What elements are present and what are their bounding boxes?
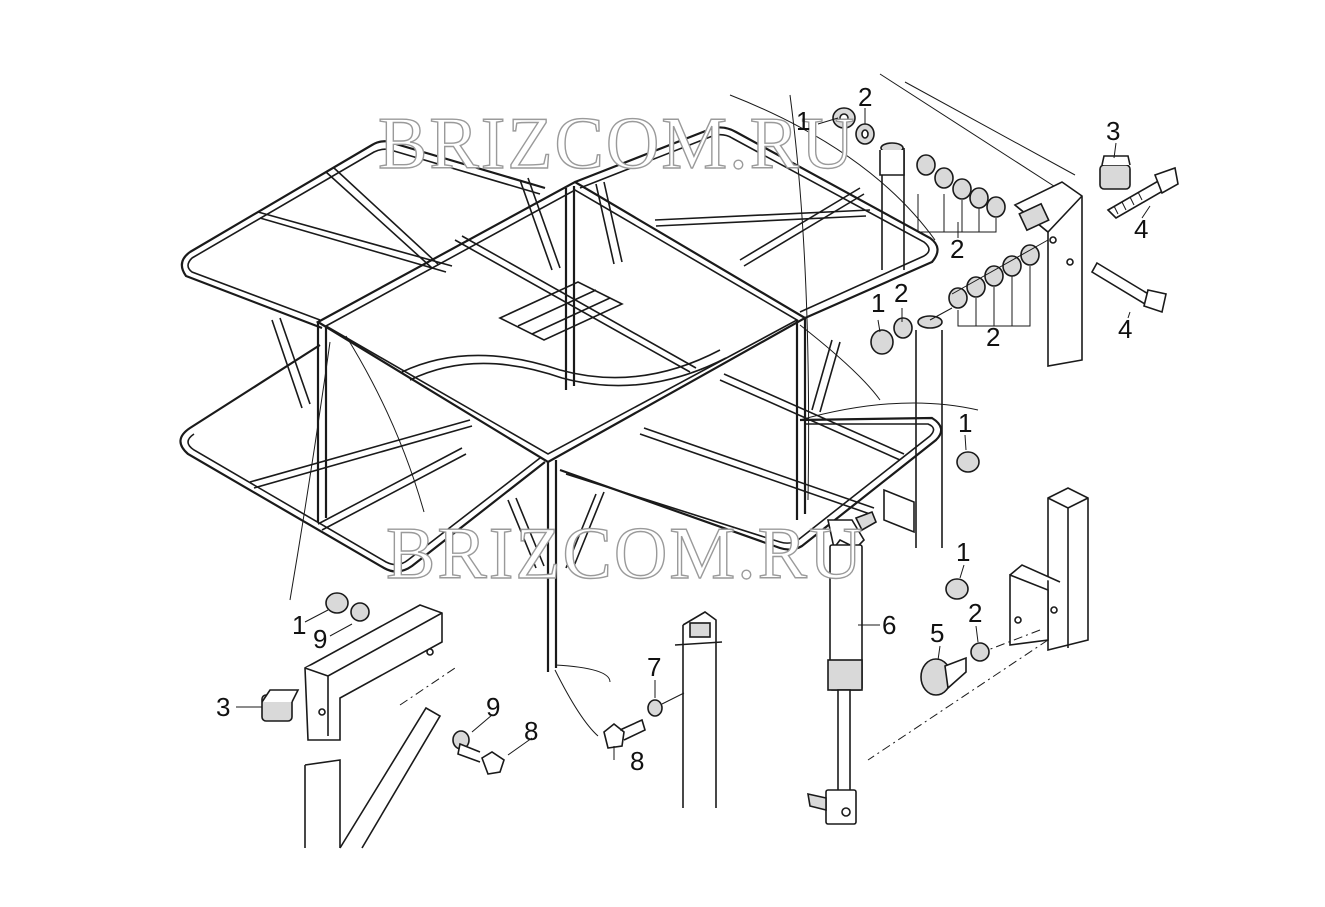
canopy-frame bbox=[179, 73, 1076, 737]
top-right-hinge-group bbox=[832, 107, 1179, 548]
right-bracket-group bbox=[867, 451, 1089, 761]
callout-1: 1 bbox=[292, 610, 306, 640]
callout-9: 9 bbox=[313, 624, 327, 654]
nut-right bbox=[956, 451, 980, 473]
watermark-top: BRIZCOM.RU bbox=[378, 103, 856, 185]
frame-uprights bbox=[316, 186, 807, 672]
end-cap-top bbox=[1099, 164, 1131, 190]
callout-6: 6 bbox=[882, 610, 896, 640]
callout-8: 8 bbox=[524, 716, 538, 746]
bolt-8-left bbox=[457, 742, 505, 775]
callout-8: 8 bbox=[630, 746, 644, 776]
callout-3: 3 bbox=[1106, 116, 1120, 146]
washer-stack-lower bbox=[870, 244, 1040, 355]
callout-2: 2 bbox=[858, 82, 872, 112]
callout-1: 1 bbox=[956, 537, 970, 567]
callout-2: 2 bbox=[894, 278, 908, 308]
callout-5: 5 bbox=[930, 618, 944, 648]
callout-1: 1 bbox=[796, 106, 810, 136]
right-upper-wing bbox=[574, 126, 939, 320]
callout-3: 3 bbox=[216, 692, 230, 722]
callout-labels: 1 2 2 3 4 1 2 2 4 1 1 2 5 6 7 8 9 8 1 9 … bbox=[216, 82, 1148, 776]
left-lower-wing bbox=[179, 344, 546, 573]
callout-2: 2 bbox=[950, 234, 964, 264]
callout-1: 1 bbox=[958, 408, 972, 438]
bottom-left-arm bbox=[261, 592, 505, 849]
bottom-center-leg bbox=[603, 611, 723, 808]
washer-bracket bbox=[970, 642, 990, 662]
watermark-bottom: BRIZCOM.RU bbox=[386, 513, 864, 595]
gas-spring bbox=[807, 510, 878, 825]
washer-left bbox=[350, 602, 370, 622]
nut-bracket bbox=[945, 578, 969, 600]
callout-2: 2 bbox=[986, 322, 1000, 352]
callout-2: 2 bbox=[968, 598, 982, 628]
left-upper-wing bbox=[180, 140, 546, 330]
callout-7: 7 bbox=[647, 652, 661, 682]
right-lower-wing bbox=[559, 416, 943, 551]
callout-leaders bbox=[236, 108, 1151, 760]
callout-9: 9 bbox=[486, 692, 500, 722]
callout-4: 4 bbox=[1134, 214, 1148, 244]
bolt-8-center bbox=[603, 718, 646, 749]
callout-4: 4 bbox=[1118, 314, 1132, 344]
bolt-lower bbox=[1090, 261, 1152, 306]
knob bbox=[920, 656, 967, 696]
callout-1: 1 bbox=[871, 288, 885, 318]
nut-left bbox=[325, 592, 349, 614]
washer-stack-upper bbox=[832, 107, 1006, 218]
washer-7 bbox=[647, 699, 663, 717]
